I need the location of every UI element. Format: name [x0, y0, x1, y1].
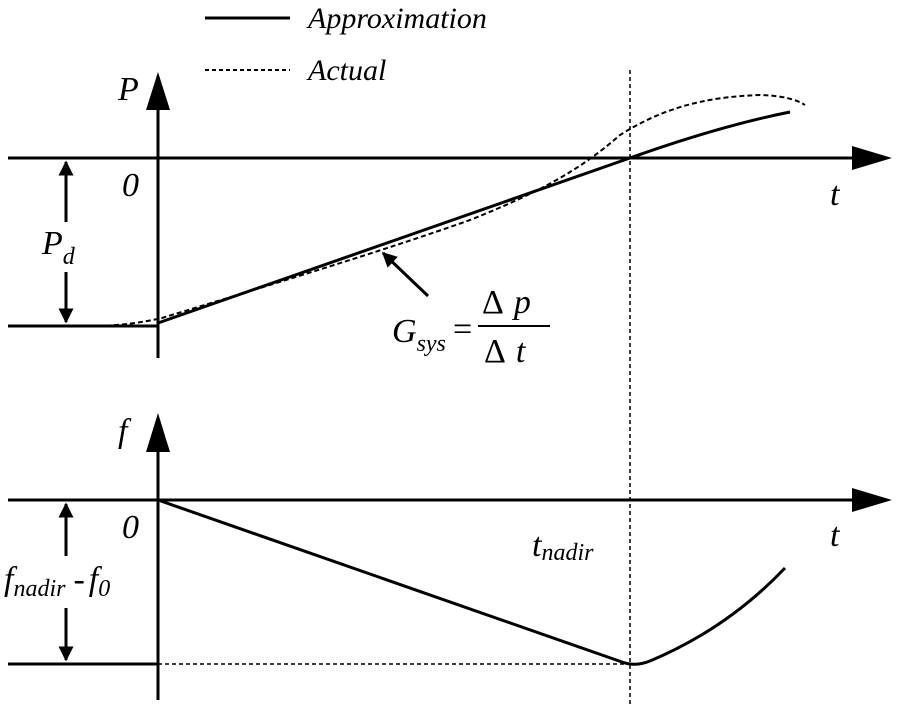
legend-actual-label: Actual — [306, 54, 386, 87]
slope-pointer-arrow — [381, 251, 430, 298]
power-actual-curve — [89, 93, 806, 327]
power-deficit-label: Pd — [41, 225, 76, 270]
legend-approximation-label: Approximation — [306, 2, 487, 35]
power-approximation-curve — [157, 110, 791, 325]
nadir-time-label: tnadir — [532, 527, 594, 566]
frequency-trajectory — [157, 498, 787, 666]
power-y-axis-label: P — [117, 71, 139, 108]
svg-text:=: = — [453, 311, 472, 348]
frequency-origin-label: 0 — [122, 509, 139, 546]
frequency-x-axis-label: t — [830, 517, 841, 554]
power-x-axis-label: t — [830, 176, 841, 213]
svg-text:Gsys: Gsys — [392, 313, 446, 357]
frequency-panel: f 0 t tnadir fnadir-f0 — [4, 413, 892, 700]
svg-text:Δt: Δt — [484, 333, 527, 370]
frequency-y-axis-arrowhead — [146, 413, 170, 452]
svg-text:Δp: Δp — [482, 284, 531, 321]
power-y-axis-arrowhead — [146, 72, 170, 110]
power-origin-label: 0 — [122, 167, 139, 204]
legend: Approximation Actual — [205, 2, 487, 87]
frequency-y-axis-label: f — [118, 413, 132, 450]
frequency-x-axis-arrowhead — [852, 488, 892, 512]
power-x-axis-arrowhead — [852, 146, 892, 170]
frequency-deviation-label: fnadir-f0 — [4, 561, 110, 602]
